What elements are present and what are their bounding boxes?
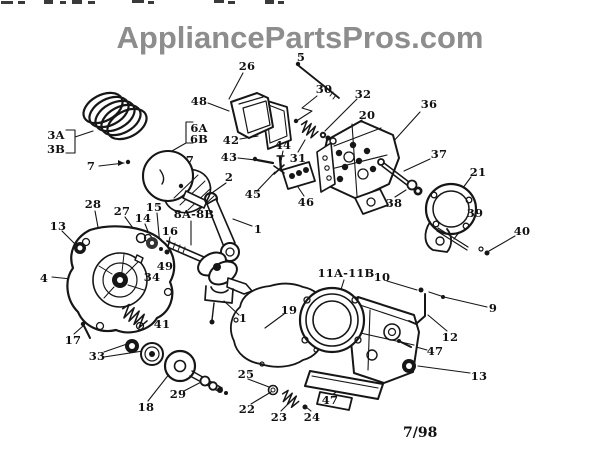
bolt-47-art [400, 341, 412, 348]
callout-label: 21 [469, 165, 487, 179]
bearing-plate-art [424, 182, 490, 256]
callout-label: 4 [39, 271, 49, 285]
governor-parts-art [121, 303, 228, 395]
callout-label: 29 [169, 387, 187, 401]
callout-label: 13 [49, 219, 67, 233]
callout-label: 27 [113, 204, 131, 218]
callout-label: 48 [190, 94, 208, 108]
piston-art [125, 149, 215, 214]
callout-label: 10 [373, 270, 391, 284]
stop-switch-bracket-art [408, 293, 426, 325]
callout-label: 13 [470, 369, 488, 383]
callout-label: 25 [237, 367, 255, 381]
callout-label: 2 [224, 170, 234, 184]
callout-label: 24 [303, 410, 321, 424]
callout-label: 26 [238, 59, 256, 73]
callout-label: 32 [354, 87, 372, 101]
callout-label: 34 [143, 270, 161, 284]
callout-label: 18 [137, 400, 155, 414]
callout-label: 3A [47, 128, 65, 142]
callout-label: 14 [134, 211, 152, 225]
cylinder-assembly-art [298, 286, 445, 411]
crankcase-half-art [316, 120, 400, 215]
callout-label: 1 [253, 222, 263, 236]
bolt-17-art [83, 325, 91, 339]
callout-label: 15 [145, 200, 163, 214]
small-parts-row-art [134, 232, 170, 264]
callout-label: 36 [420, 97, 438, 111]
callout-label: 23 [270, 410, 288, 424]
primer-parts-art [267, 384, 308, 410]
callout-label: 28 [84, 197, 102, 211]
spring-train-art [293, 61, 340, 145]
callout-label: 39 [466, 206, 484, 220]
callout-label: 1 [238, 311, 248, 325]
revision-date: 7/98 [403, 425, 438, 441]
callout-label: 44 [274, 138, 292, 152]
callout-label: 40 [513, 224, 531, 238]
callout-label: 20 [358, 108, 376, 122]
bracket-3a-3b [65, 129, 94, 154]
callout-label: 17 [64, 333, 82, 347]
callout-label: 30 [315, 82, 333, 96]
piston-rings-art [82, 91, 148, 141]
callout-label: 43 [220, 150, 238, 164]
callout-label: 47 [321, 393, 339, 407]
crankshaft-art [164, 240, 253, 325]
crankcase-cover-art [66, 225, 176, 339]
callout-label: 3B [46, 142, 66, 156]
callout-label: 41 [153, 317, 171, 331]
callout-label: 5 [296, 50, 306, 64]
callout-label: 31 [289, 151, 307, 165]
callout-label: 45 [244, 187, 262, 201]
callout-label: 12 [441, 330, 459, 344]
callout-label: 49 [156, 259, 174, 273]
rod-cap-art [204, 285, 234, 304]
callout-label: 11A-11B [317, 266, 375, 280]
callout-label: 47 [426, 344, 444, 358]
callout-label: 19 [280, 303, 298, 317]
callout-label: 16 [161, 224, 179, 238]
callout-label: 46 [297, 195, 315, 209]
air-cleaner-art [230, 92, 292, 150]
callout-label: 8A-8B [173, 207, 215, 221]
callout-label: 37 [430, 147, 448, 161]
callout-label: 42 [222, 133, 240, 147]
callout-label: 6A [190, 121, 208, 135]
reed-plate-art [252, 155, 316, 190]
callout-label: 7 [185, 153, 195, 167]
callout-label: 7 [86, 159, 96, 173]
callout-label: 9 [488, 301, 498, 315]
connecting-rod-art [204, 192, 240, 262]
governor-rod-art [377, 158, 423, 196]
watermark-logo: AppliancePartsPros.com [116, 20, 484, 55]
callout-label: 33 [88, 349, 106, 363]
callout-label: 6B [189, 132, 209, 146]
callout-label: 22 [238, 402, 256, 416]
callout-label: 38 [385, 196, 403, 210]
